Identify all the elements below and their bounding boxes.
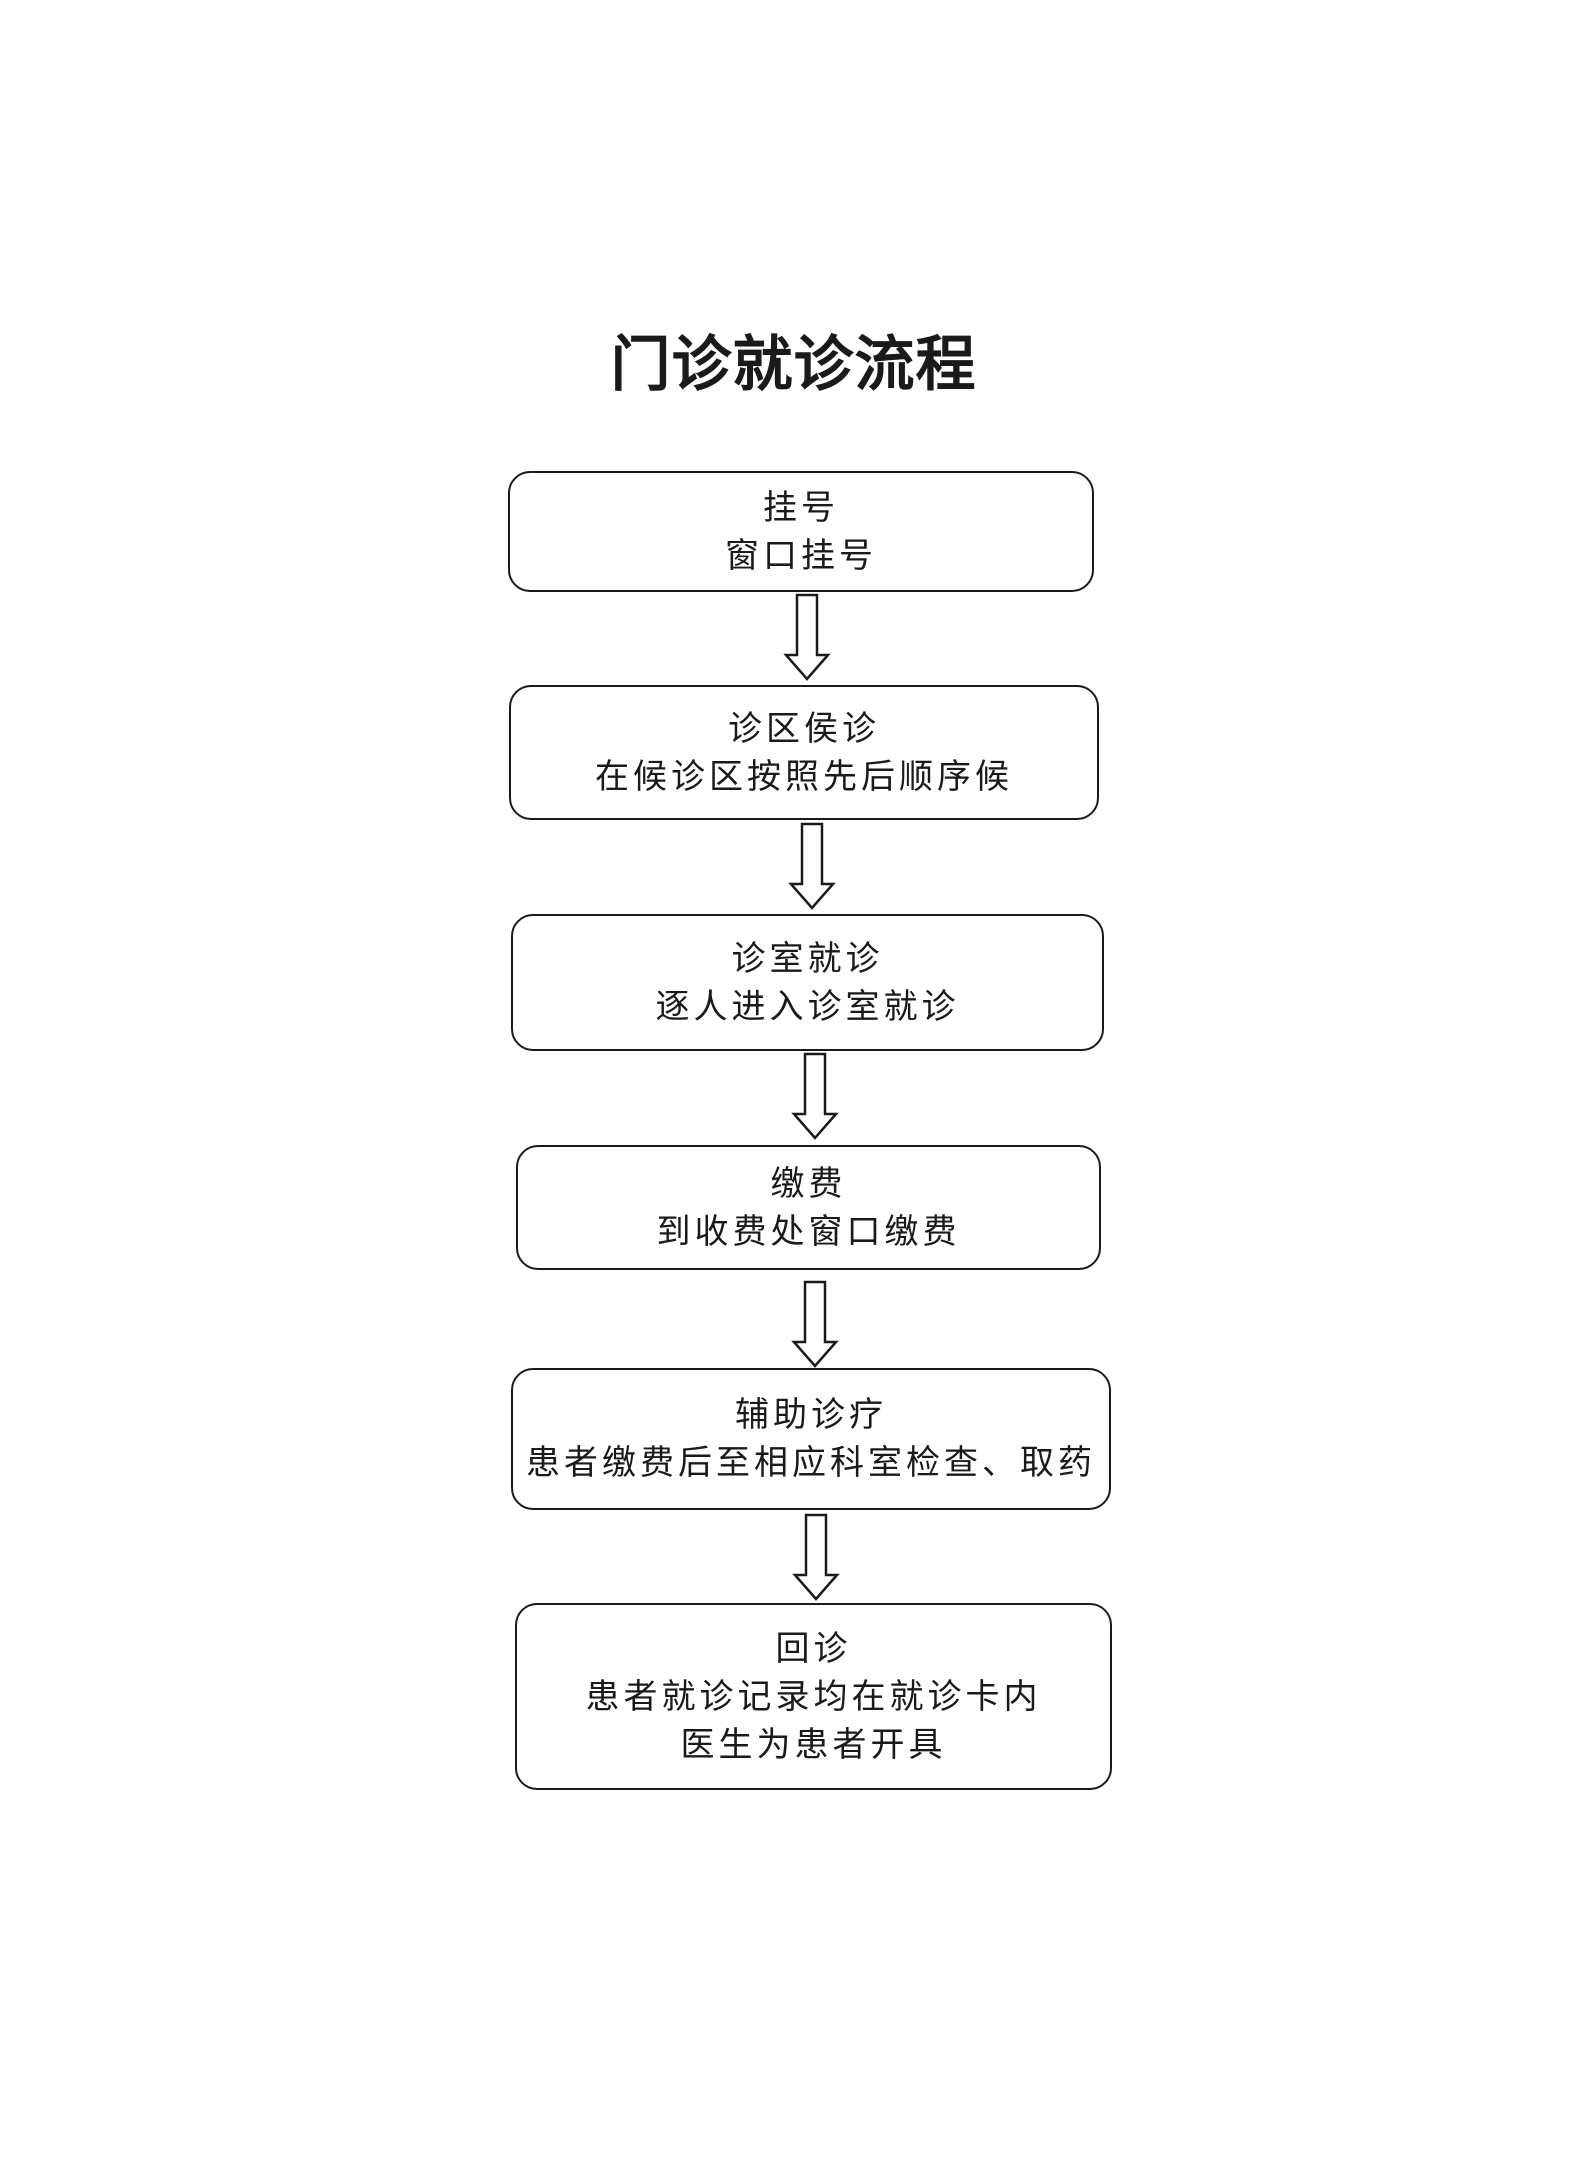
arrow-down-icon <box>792 1513 840 1601</box>
arrow-down-icon <box>783 593 831 681</box>
step-register: 挂号 窗口挂号 <box>508 471 1094 592</box>
step-register-desc: 窗口挂号 <box>725 535 877 576</box>
step-auxiliary-treatment-title: 辅助诊疗 <box>735 1395 887 1435</box>
step-waiting-area-desc: 在候诊区按照先后顺序候 <box>595 756 1013 797</box>
step-register-title: 挂号 <box>763 487 839 528</box>
arrow-down-icon <box>791 1280 839 1368</box>
arrow-down-icon <box>788 822 836 910</box>
step-consultation: 诊室就诊 逐人进入诊室就诊 <box>511 914 1104 1051</box>
step-consultation-desc: 逐人进入诊室就诊 <box>655 986 960 1027</box>
arrow-down-icon <box>791 1052 839 1140</box>
step-waiting-area: 诊区侯诊 在候诊区按照先后顺序候 <box>509 685 1099 820</box>
step-revisit-desc-line-1: 患者就诊记录均在就诊卡内 <box>585 1676 1042 1717</box>
step-auxiliary-treatment-desc: 患者缴费后至相应科室检查、取药 <box>526 1443 1096 1483</box>
step-revisit: 回诊 患者就诊记录均在就诊卡内 医生为患者开具 <box>515 1603 1112 1790</box>
page-title: 门诊就诊流程 <box>610 330 977 400</box>
step-revisit-title: 回诊 <box>775 1628 852 1669</box>
step-payment-desc: 到收费处窗口缴费 <box>656 1211 961 1252</box>
step-consultation-title: 诊室就诊 <box>731 938 884 979</box>
step-auxiliary-treatment: 辅助诊疗 患者缴费后至相应科室检查、取药 <box>511 1368 1111 1510</box>
step-payment: 缴费 到收费处窗口缴费 <box>516 1145 1101 1270</box>
step-revisit-desc-line-2: 医生为患者开具 <box>680 1724 947 1765</box>
step-waiting-area-title: 诊区侯诊 <box>728 708 880 749</box>
step-payment-title: 缴费 <box>770 1163 847 1204</box>
